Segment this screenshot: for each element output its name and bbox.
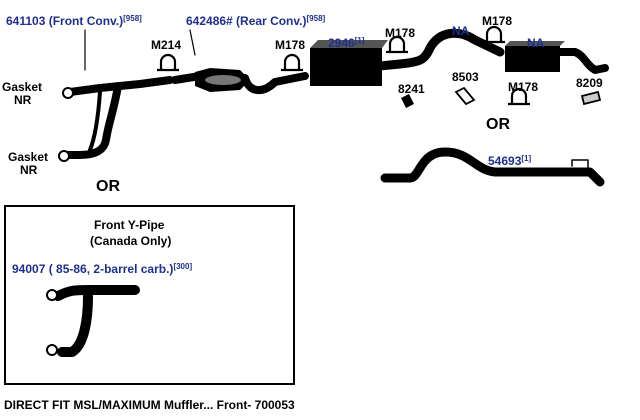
na-label-1: NA	[452, 24, 470, 38]
muffler-2946-label[interactable]: 2946[1]	[328, 34, 364, 50]
hanger-8209-shape	[580, 90, 602, 106]
front-conv-ref[interactable]: [958]	[123, 14, 142, 23]
resonator-pipe	[556, 48, 609, 74]
tailpipe-54693	[380, 147, 605, 187]
muffler-part-number[interactable]: 2946	[328, 36, 355, 50]
rear-conv-leader	[189, 29, 196, 56]
rear-conv-label[interactable]: 642486# (Rear Conv.)[958]	[186, 12, 325, 28]
clamp-m214-shape	[157, 53, 179, 72]
gasket-flange-1	[62, 87, 74, 99]
clamp-m178-a-label: M178	[275, 38, 306, 52]
resonator-top	[505, 41, 565, 46]
part-8209-label: 8209	[576, 76, 603, 90]
tailpipe-hanger	[571, 159, 589, 169]
clamp-m178-b-shape	[386, 35, 408, 54]
rear-conv-ref[interactable]: [958]	[306, 14, 326, 23]
y-pipe-94007-part-number[interactable]: 94007 ( 85-86, 2-barrel carb.)	[12, 262, 174, 276]
part-8503-label: 8503	[452, 70, 479, 84]
rear-conv-part-number[interactable]: 642486# (Rear Conv.)	[186, 14, 307, 28]
footer-caption: DIRECT FIT MSL/MAXIMUM Muffler... Front-…	[4, 398, 295, 412]
clamp-m178-b-label: M178	[385, 26, 416, 40]
clamp-m178-c-label: M178	[482, 14, 513, 28]
front-conv-label[interactable]: 641103 (Front Conv.)[958]	[6, 12, 142, 28]
intermediate-pipe	[375, 28, 505, 71]
canada-y-pipe-inset	[4, 205, 295, 385]
clamp-m178-d-label: M178	[508, 80, 539, 94]
muffler-2946-body	[310, 48, 382, 86]
or-label-1: OR	[96, 178, 120, 195]
inset-title-line1: Front Y-Pipe	[94, 218, 165, 232]
gasket-flange-2	[58, 150, 70, 162]
inset-title-line2: (Canada Only)	[90, 234, 172, 248]
or-label-2: OR	[486, 116, 510, 133]
inset-flange-2	[46, 344, 58, 356]
resonator-body	[505, 46, 560, 72]
catalytic-converter-highlight	[205, 75, 241, 85]
gasket-nr-2-line1: Gasket	[8, 150, 49, 164]
clamp-m214-label: M214	[151, 38, 182, 52]
tailpipe-ref[interactable]: [1]	[521, 154, 532, 163]
clamp-m178-a-shape	[281, 53, 303, 72]
clamp-m178-d-shape	[508, 87, 530, 106]
tailpipe-part-number[interactable]: 54693	[488, 154, 522, 168]
inset-flange-1	[46, 289, 58, 301]
part-8241-label: 8241	[398, 82, 425, 96]
clamp-m178-c-shape	[483, 25, 505, 44]
gasket-nr-1-line1: Gasket	[2, 80, 43, 94]
front-conv-part-number[interactable]: 641103 (Front Conv.)	[6, 14, 124, 28]
tailpipe-54693-label[interactable]: 54693[1]	[488, 152, 531, 168]
muffler-ref[interactable]: [1]	[354, 36, 365, 45]
inset-y-pipe-branch	[57, 291, 93, 357]
front-y-pipe-branch	[64, 82, 122, 159]
gasket-nr-2-line2: NR	[20, 163, 38, 177]
y-pipe-94007-label[interactable]: 94007 ( 85-86, 2-barrel carb.)[300]	[12, 260, 192, 276]
inset-y-pipe-top	[53, 285, 140, 301]
front-y-pipe-lower	[88, 90, 102, 152]
hanger-8503-shape	[454, 86, 476, 106]
hanger-8241-shape	[401, 94, 414, 108]
na-label-2: NA	[527, 36, 545, 50]
gasket-nr-1-line2: NR	[14, 93, 32, 107]
y-pipe-94007-ref[interactable]: [300]	[173, 262, 193, 271]
muffler-2946-top	[310, 40, 388, 48]
